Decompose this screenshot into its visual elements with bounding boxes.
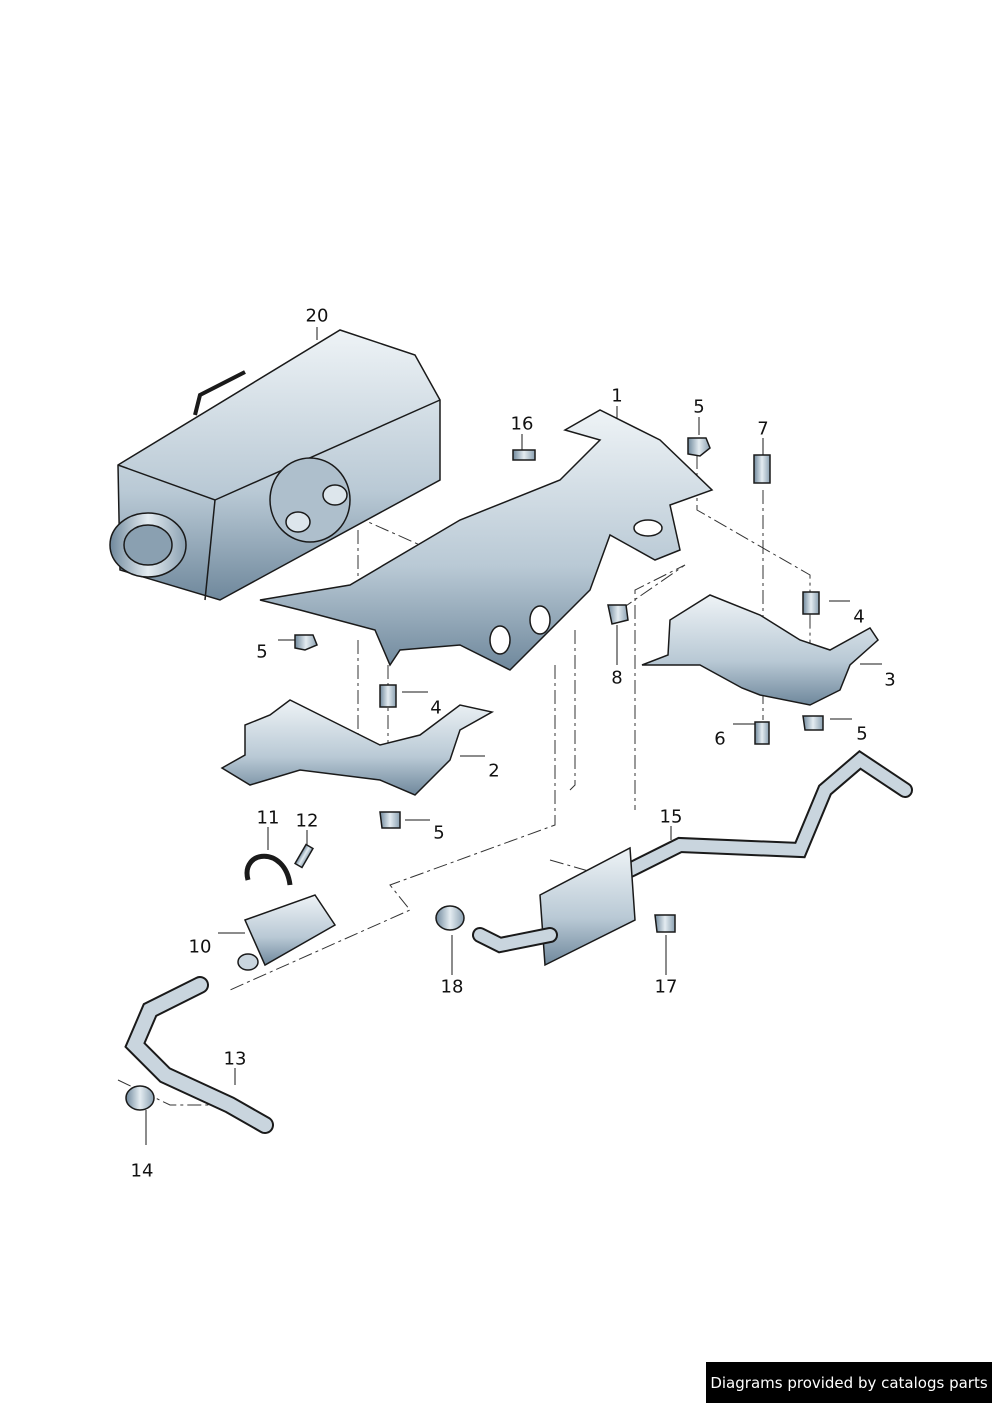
part-14-clamp: [125, 1085, 155, 1111]
part-5-nut: [687, 437, 711, 457]
part-15-exhaust-silencer: [472, 749, 913, 967]
callout-4: 4: [853, 606, 865, 628]
callout-3: 3: [884, 669, 896, 691]
footer-credit: Diagrams provided by catalogs parts: [706, 1362, 992, 1403]
callout-15: 15: [659, 806, 683, 828]
part-2-bracket: [220, 699, 495, 796]
part-5-nut: [802, 715, 824, 731]
callout-6: 6: [714, 728, 726, 750]
part-20-heater: [109, 329, 441, 601]
callout-12: 12: [295, 810, 319, 832]
callout-18: 18: [440, 976, 464, 998]
callout-5: 5: [693, 396, 705, 418]
part-10-intake-silencer: [237, 894, 337, 971]
part-12-screw: [294, 843, 314, 869]
part-5-nut: [294, 634, 318, 651]
part-18-clamp: [435, 905, 465, 931]
part-1-heat-shield: [259, 409, 714, 671]
part-5-nut: [379, 811, 401, 829]
part-6-bolt: [754, 721, 770, 745]
part-7-stud: [753, 454, 771, 484]
callout-2: 2: [488, 760, 500, 782]
part-17-nut: [654, 914, 676, 933]
part-11-clamp: [244, 853, 293, 886]
callout-1: 1: [611, 385, 623, 407]
callout-5: 5: [856, 723, 868, 745]
callout-14: 14: [130, 1160, 154, 1182]
callout-8: 8: [611, 667, 623, 689]
callout-4: 4: [430, 697, 442, 719]
small-hardware: [125, 437, 824, 1111]
callout-5: 5: [433, 822, 445, 844]
part-8-nut: [607, 604, 629, 625]
part-3-bracket: [641, 594, 879, 706]
part-16-bolt: [512, 449, 536, 461]
callout-16: 16: [510, 413, 534, 435]
callout-13: 13: [223, 1048, 247, 1070]
callout-11: 11: [256, 807, 280, 829]
callout-5: 5: [256, 641, 268, 663]
part-13-intake-pipe: [124, 976, 274, 1134]
callout-10: 10: [188, 936, 212, 958]
leader-lines: [145, 327, 882, 1145]
callout-20: 20: [305, 305, 329, 327]
part-4-mount: [802, 591, 820, 615]
part-4-mount: [379, 684, 397, 708]
callout-17: 17: [654, 976, 678, 998]
callout-7: 7: [757, 418, 769, 440]
